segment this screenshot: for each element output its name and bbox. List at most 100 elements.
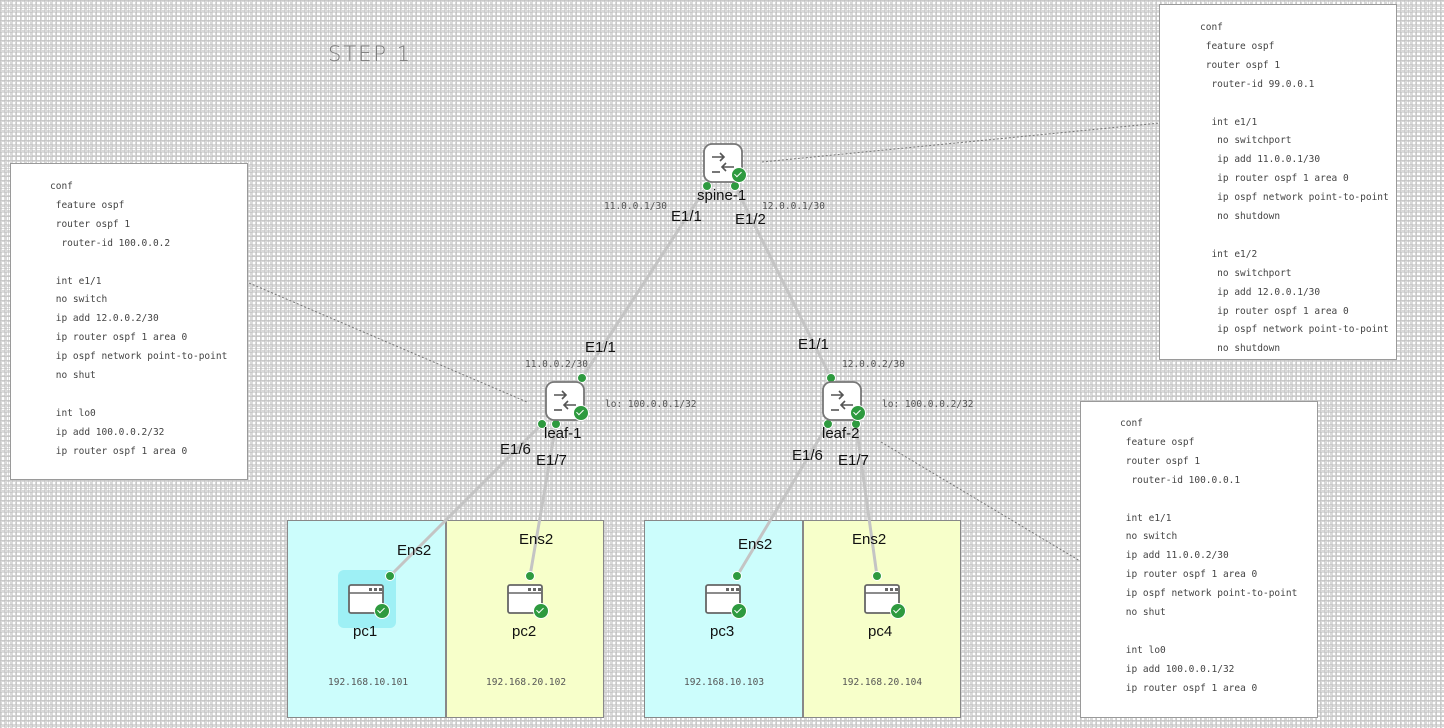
- port-dot: [732, 571, 742, 581]
- config-line: no switch: [1120, 531, 1178, 543]
- pc2-label[interactable]: pc2: [512, 623, 537, 640]
- pc1-ip: 192.168.10.101: [328, 677, 409, 688]
- config-line: int e1/1: [1120, 512, 1172, 524]
- leaf1-e1-1-label: E1/1: [585, 339, 616, 356]
- config-line: ip ospf network point-to-point: [1200, 192, 1389, 204]
- pc1-label[interactable]: pc1: [353, 623, 378, 640]
- port-dot: [702, 181, 712, 191]
- leaf1-checkmark-status-icon: [573, 405, 589, 421]
- config-line: ip add 100.0.0.2/32: [50, 426, 165, 438]
- config-line: int e1/2: [1200, 248, 1258, 260]
- config-line: ip router ospf 1 area 0: [50, 445, 188, 457]
- config-line: ip add 12.0.0.1/30: [1200, 286, 1321, 298]
- leaf1-e1-6-label: E1/6: [500, 441, 531, 458]
- port-dot: [525, 571, 535, 581]
- config-line: no shut: [1120, 607, 1166, 618]
- config-line: ip ospf network point-to-point: [50, 351, 228, 363]
- config-line: conf: [1120, 418, 1143, 429]
- spine-config-note[interactable]: conf feature ospf router ospf 1 router-i…: [1159, 4, 1397, 360]
- pc4-checkmark-status-icon: [890, 603, 906, 619]
- config-line: int e1/1: [50, 275, 102, 287]
- config-line: router ospf 1: [1200, 59, 1281, 71]
- pc2-checkmark-status-icon: [533, 603, 549, 619]
- leaf2-e1-1-label: E1/1: [798, 336, 829, 353]
- config-line: int e1/1: [1200, 116, 1258, 128]
- pc4-label[interactable]: pc4: [868, 623, 893, 640]
- step-title: STEP 1: [328, 42, 413, 66]
- connector-leaf1-config: [248, 282, 528, 403]
- leaf2-checkmark-status-icon: [850, 405, 866, 421]
- pc3-ip: 192.168.10.103: [684, 677, 765, 688]
- pc4-ens2-label: Ens2: [852, 531, 887, 548]
- leaf2-loopback-ip: lo: 100.0.0.2/32: [882, 399, 974, 410]
- port-dot: [577, 373, 587, 383]
- config-line: ip router ospf 1 area 0: [1200, 305, 1349, 317]
- config-line: ip router ospf 1 area 0: [1120, 569, 1258, 581]
- leaf2-e1-7-label: E1/7: [838, 452, 869, 469]
- leaf2-e1-6-label: E1/6: [792, 447, 823, 464]
- config-line: no switch: [50, 294, 108, 306]
- spine-checkmark-status-icon: [731, 167, 747, 183]
- link-leaf1-pc1[interactable]: [388, 422, 544, 578]
- config-line: ip add 11.0.0.1/30: [1200, 154, 1321, 166]
- spine-e1-1-ip: 11.0.0.1/30: [604, 201, 667, 212]
- pc3-label[interactable]: pc3: [710, 623, 735, 640]
- spine-e1-2-ip: 12.0.0.1/30: [762, 201, 825, 212]
- zone-pc3: [644, 520, 803, 718]
- config-line: ip router ospf 1 area 0: [1120, 682, 1258, 694]
- leaf1-e1-1-ip: 11.0.0.2/30: [525, 359, 588, 370]
- config-line: ip add 11.0.0.2/30: [1120, 550, 1229, 562]
- config-line: ip add 12.0.0.2/30: [50, 313, 159, 325]
- config-line: router-id 100.0.0.2: [50, 237, 171, 249]
- link-leaf1-pc2[interactable]: [528, 422, 558, 578]
- config-line: ip ospf network point-to-point: [1120, 588, 1298, 600]
- config-line: ip router ospf 1 area 0: [50, 332, 188, 344]
- port-dot: [537, 419, 547, 429]
- config-line: conf: [1200, 22, 1223, 33]
- config-line: router ospf 1: [50, 218, 131, 230]
- config-line: feature ospf: [1200, 40, 1275, 52]
- config-line: feature ospf: [1120, 436, 1195, 448]
- pc2-ens2-label: Ens2: [519, 531, 554, 548]
- leaf1-e1-7-label: E1/7: [536, 452, 567, 469]
- zone-pc2: [446, 520, 604, 718]
- link-spine-leaf1[interactable]: [580, 184, 709, 380]
- config-line: int lo0: [50, 407, 96, 419]
- connector-spine-config: [761, 122, 1161, 163]
- leaf2-e1-1-ip: 12.0.0.2/30: [842, 359, 905, 370]
- leaf-2-label[interactable]: leaf-2: [822, 425, 860, 442]
- config-line: ip router ospf 1 area 0: [1200, 173, 1349, 185]
- spine-1-label[interactable]: spine-1: [697, 187, 747, 204]
- pc3-checkmark-status-icon: [731, 603, 747, 619]
- pc3-ens2-label: Ens2: [738, 536, 773, 553]
- port-dot: [872, 571, 882, 581]
- config-line: no shutdown: [1200, 211, 1281, 222]
- config-line: no switchport: [1200, 135, 1292, 147]
- leaf-1-label[interactable]: leaf-1: [544, 425, 582, 442]
- config-line: router ospf 1: [1120, 455, 1201, 467]
- config-line: no shutdown: [1200, 343, 1281, 355]
- config-line: ip add 100.0.0.1/32: [1120, 663, 1235, 675]
- config-line: router-id 100.0.0.1: [1120, 474, 1241, 486]
- spine-e1-1-label: E1/1: [671, 208, 702, 225]
- zone-pc4: [803, 520, 961, 718]
- link-leaf2-pc3[interactable]: [735, 422, 830, 578]
- leaf-config-note-left[interactable]: conf feature ospf router ospf 1 router-i…: [10, 163, 248, 480]
- config-line: no shut: [50, 370, 96, 381]
- config-line: router-id 99.0.0.1: [1200, 78, 1315, 90]
- port-dot: [385, 571, 395, 581]
- link-spine-leaf2[interactable]: [733, 184, 833, 380]
- leaf-config-note-right[interactable]: conf feature ospf router ospf 1 router-i…: [1080, 401, 1318, 718]
- config-line: ip ospf network point-to-point: [1200, 324, 1389, 336]
- connector-leaf2-config: [880, 441, 1081, 562]
- config-line: no switchport: [1200, 267, 1292, 279]
- pc1-ens2-label: Ens2: [397, 542, 432, 559]
- leaf1-loopback-ip: lo: 100.0.0.1/32: [605, 399, 697, 410]
- config-line: conf: [50, 181, 73, 192]
- pc1-checkmark-status-icon: [374, 603, 390, 619]
- config-line: int lo0: [1120, 644, 1166, 656]
- spine-e1-2-label: E1/2: [735, 211, 766, 228]
- pc4-ip: 192.168.20.104: [842, 677, 923, 688]
- link-leaf2-pc4[interactable]: [854, 422, 879, 578]
- pc2-ip: 192.168.20.102: [486, 677, 567, 688]
